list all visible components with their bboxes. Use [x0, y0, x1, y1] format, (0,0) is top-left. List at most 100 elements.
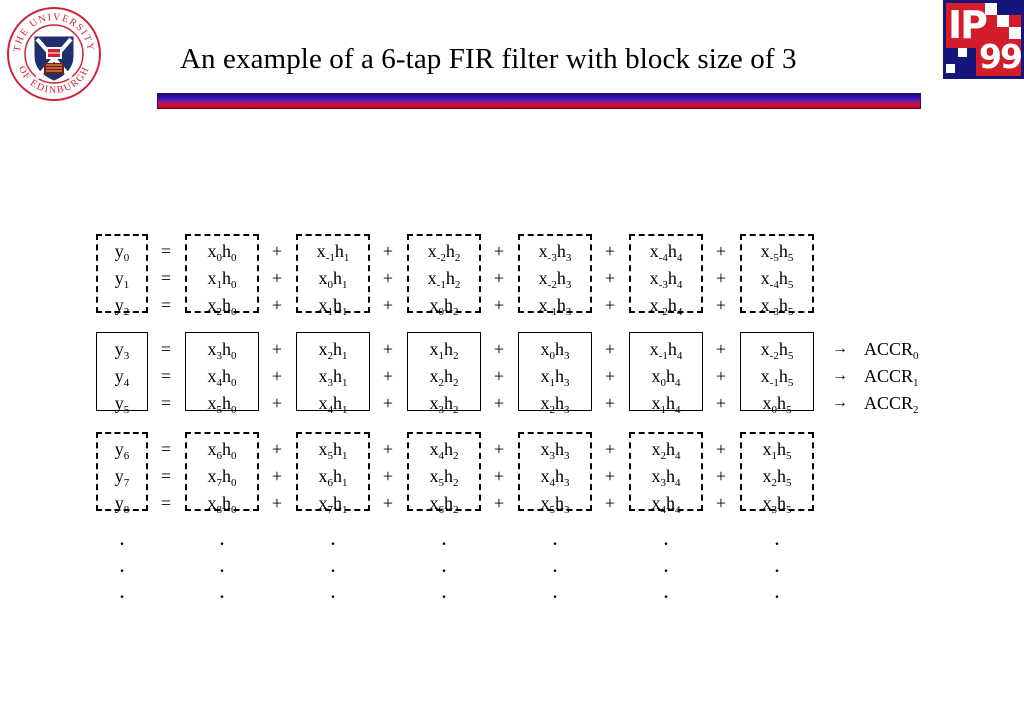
product-term: x4h0: [207, 366, 237, 389]
plus-sign: +: [493, 439, 505, 459]
plus-sign: +: [382, 366, 394, 386]
title-gradient-bar: [157, 93, 921, 109]
product-term: x-5h5: [760, 241, 794, 264]
product-term: x-2h5: [760, 339, 794, 362]
output-sample: y2: [114, 295, 130, 318]
product-term: x1h0: [207, 268, 237, 291]
product-term: x2h1: [318, 339, 348, 362]
plus-sign: +: [604, 241, 616, 261]
equals-sign: =: [160, 366, 172, 386]
output-sample: y6: [114, 439, 130, 462]
right-arrow-icon: →: [832, 367, 848, 384]
accumulator-label: ACCR1: [864, 366, 919, 389]
plus-sign: +: [382, 393, 394, 413]
product-term: x2h3: [540, 393, 570, 416]
term-group-box: [740, 332, 814, 411]
output-sample: y0: [114, 241, 130, 264]
product-term: x6h2: [429, 493, 459, 516]
product-term: x-1h4: [649, 339, 683, 362]
output-sample: y3: [114, 339, 130, 362]
plus-sign: +: [715, 241, 727, 261]
plus-sign: +: [382, 339, 394, 359]
plus-sign: +: [271, 268, 283, 288]
output-sample: y5: [114, 393, 130, 416]
output-group-box: [96, 332, 148, 411]
product-term: x2h2: [429, 366, 459, 389]
accumulator-label: ACCR0: [864, 339, 919, 362]
continuation-dot: .: [119, 578, 125, 603]
plus-sign: +: [715, 268, 727, 288]
continuation-dot: .: [441, 578, 447, 603]
continuation-dot: .: [552, 578, 558, 603]
product-term: x5h1: [318, 439, 348, 462]
plus-sign: +: [715, 439, 727, 459]
term-group-box: [518, 332, 592, 411]
continuation-dot: .: [330, 525, 336, 550]
product-term: x5h2: [429, 466, 459, 489]
product-term: x0h4: [651, 366, 681, 389]
product-term: x4h4: [651, 493, 681, 516]
product-term: x0h3: [540, 339, 570, 362]
product-term: x1h3: [540, 366, 570, 389]
product-term: x-1h1: [316, 241, 350, 264]
term-group-box: [518, 234, 592, 313]
term-group-box: [407, 332, 481, 411]
term-group-box: [185, 234, 259, 313]
equals-sign: =: [160, 241, 172, 261]
product-term: x-2h2: [427, 241, 461, 264]
product-term: x4h1: [318, 393, 348, 416]
term-group-box: [629, 332, 703, 411]
term-group-box: [629, 234, 703, 313]
plus-sign: +: [493, 295, 505, 315]
term-group-box: [296, 234, 370, 313]
term-group-box: [629, 432, 703, 511]
product-term: x-3h3: [538, 241, 572, 264]
equals-sign: =: [160, 393, 172, 413]
product-term: x0h1: [318, 268, 348, 291]
product-term: x-1h3: [538, 295, 572, 318]
plus-sign: +: [493, 339, 505, 359]
continuation-dot: .: [774, 525, 780, 550]
plus-sign: +: [604, 339, 616, 359]
product-term: x3h3: [540, 439, 570, 462]
product-term: x-2h3: [538, 268, 572, 291]
product-term: x-3h5: [760, 295, 794, 318]
continuation-dot: .: [552, 525, 558, 550]
plus-sign: +: [382, 439, 394, 459]
term-group-box: [740, 432, 814, 511]
product-term: x-4h4: [649, 241, 683, 264]
product-term: x0h0: [207, 241, 237, 264]
plus-sign: +: [271, 366, 283, 386]
product-term: x2h4: [651, 439, 681, 462]
continuation-dot: .: [552, 552, 558, 577]
continuation-dot: .: [441, 525, 447, 550]
plus-sign: +: [493, 393, 505, 413]
term-group-box: [407, 432, 481, 511]
product-term: x-4h5: [760, 268, 794, 291]
product-term: x0h2: [429, 295, 459, 318]
equals-sign: =: [160, 339, 172, 359]
right-arrow-icon: →: [832, 340, 848, 357]
product-term: x5h0: [207, 393, 237, 416]
plus-sign: +: [271, 466, 283, 486]
continuation-dot: .: [330, 552, 336, 577]
equals-sign: =: [160, 268, 172, 288]
plus-sign: +: [493, 366, 505, 386]
ip99-logo: IP 99: [943, 0, 1024, 79]
plus-sign: +: [493, 493, 505, 513]
product-term: x6h1: [318, 466, 348, 489]
plus-sign: +: [493, 241, 505, 261]
plus-sign: +: [382, 268, 394, 288]
output-group-box: [96, 234, 148, 313]
product-term: x2h5: [762, 466, 792, 489]
product-term: x3h4: [651, 466, 681, 489]
product-term: x6h0: [207, 439, 237, 462]
term-group-box: [740, 234, 814, 313]
product-term: x4h2: [429, 439, 459, 462]
equals-sign: =: [160, 466, 172, 486]
plus-sign: +: [604, 366, 616, 386]
continuation-dot: .: [119, 552, 125, 577]
plus-sign: +: [604, 393, 616, 413]
term-group-box: [296, 332, 370, 411]
product-term: x-2h4: [649, 295, 683, 318]
